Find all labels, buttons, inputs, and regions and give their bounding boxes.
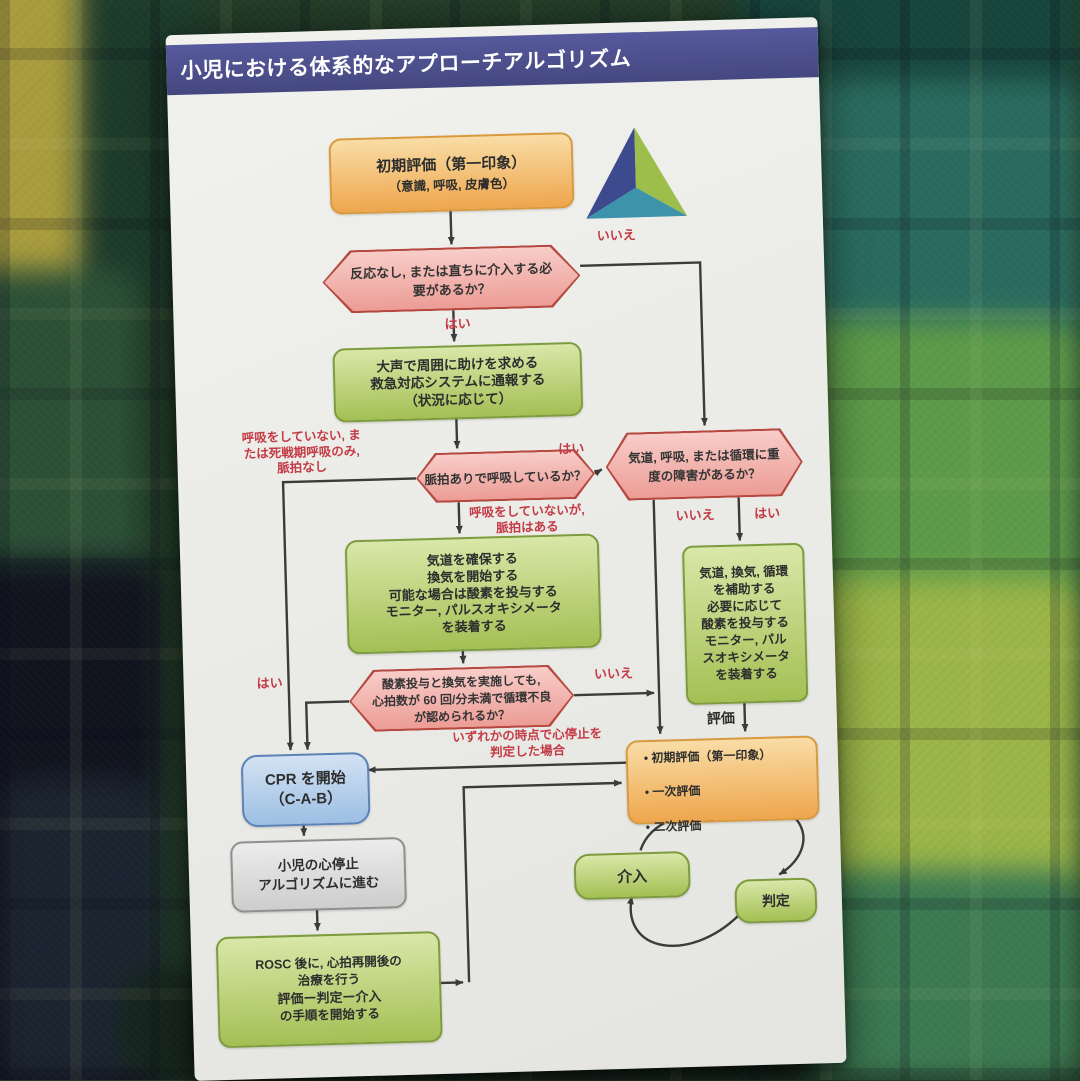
algorithm-card: 小児における体系的なアプローチアルゴリズム: [165, 17, 847, 1081]
start-cpr-box: CPR を開始 （C-A-B）: [240, 751, 371, 828]
edge-label-yes-2: はい: [558, 440, 585, 457]
decision-abc-impairment: 気道, 呼吸, または循環に重 度の障害があるか？: [605, 428, 804, 501]
call-for-help-box: 大声で周囲に助けを求める 救急対応システムに通報する （状況に応じて）: [332, 341, 584, 423]
identify-box: 判定: [734, 877, 818, 924]
edge-label-yes-3: はい: [256, 675, 283, 692]
edge-label-yes-4: はい: [753, 505, 781, 522]
support-abc-box: 気道, 換気, 循環 を補助する 必要に応じて 酸素を投与する モニター, パル…: [681, 542, 809, 706]
evaluate-bullet: 一次評価: [645, 780, 817, 802]
edge-label-no-4: いいえ: [675, 507, 715, 524]
edge-label-no-1: いいえ: [596, 227, 636, 244]
intervene-box: 介入: [573, 850, 691, 901]
edge-label-arrest-anytime: いずれかの時点で心停止を 判定した場合: [452, 726, 603, 760]
flow-connectors: [281, 207, 805, 987]
evaluate-box: 評価 初期評価（第一印象） 一次評価 二次評価: [625, 710, 820, 834]
cardiac-arrest-algorithm-box: 小児の心停止 アルゴリズムに進む: [230, 836, 407, 913]
initial-assessment-subtitle: （意識, 呼吸, 皮膚色）: [388, 176, 516, 195]
evaluate-bullet: 初期評価（第一印象）: [644, 745, 816, 767]
decision-hr-under-60: 酸素投与と換気を実施しても, 心拍数が 60 回/分未満で循環不良 が認められる…: [348, 664, 575, 732]
edge-label-no-breathing-agonal: 呼吸をしていない, ま たは死戦期呼吸のみ, 脈拍なし: [241, 428, 361, 476]
open-airway-box: 気道を確保する 換気を開始する 可能な場合は酸素を投与する モニター, パルスオ…: [344, 533, 602, 655]
evaluate-bullet: 二次評価: [646, 814, 818, 836]
decision-unresponsive: 反応なし, または直ちに介入する必 要があるか？: [322, 244, 582, 314]
edge-label-yes-1: はい: [444, 315, 471, 332]
rosc-post: の手順を開始する: [279, 1006, 381, 1024]
rosc-pre: ROSC 後に, 心拍再開後の 治療を行う: [255, 954, 402, 989]
initial-assessment-box: 初期評価（第一印象） （意識, 呼吸, 皮膚色）: [328, 131, 575, 215]
assessment-triangle-logo: [586, 127, 688, 219]
evaluate-bullets: 初期評価（第一印象） 一次評価 二次評価: [627, 728, 818, 855]
evaluate-title: 評価: [706, 709, 736, 727]
edge-label-no-3: いいえ: [593, 665, 634, 682]
edge-label-not-breathing-has-pulse: 呼吸をしていないが, 脈拍はある: [468, 502, 585, 535]
rosc-box: ROSC 後に, 心拍再開後の 治療を行う 評価ー判定ー介入 の手順を開始する: [215, 931, 443, 1049]
